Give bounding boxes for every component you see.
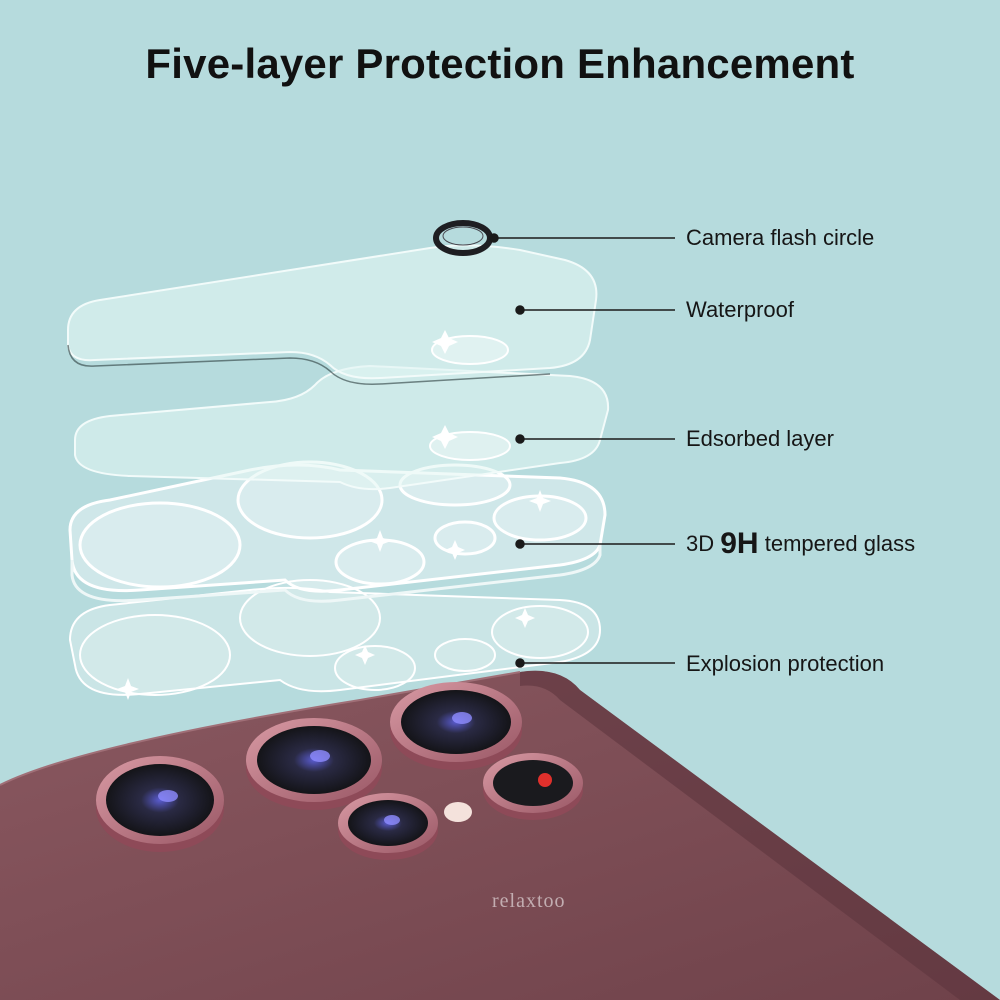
callout-camera-flash-circle: Camera flash circle (686, 225, 875, 250)
camera-lenses (96, 682, 583, 860)
layer-waterproof (67, 244, 598, 385)
callout-glass-suffix: tempered glass (758, 531, 916, 556)
flash-led-icon (444, 802, 472, 822)
callout-lines (489, 233, 675, 668)
camera-lens-icon (390, 682, 522, 770)
sparkle-icon (117, 330, 551, 700)
watermark: relaxtoo (492, 890, 566, 912)
callout-waterproof: Waterproof (686, 297, 795, 322)
callout-glass-prefix: 3D (686, 531, 721, 556)
callout-explosion-protection: Explosion protection (686, 651, 885, 676)
page-title: Five-layer Protection Enhancement (145, 40, 855, 87)
camera-lens-icon (338, 793, 438, 860)
callout-glass-highlight: 9H (720, 527, 759, 560)
camera-lens-icon (246, 718, 382, 810)
layer-adsorbed (74, 364, 610, 491)
callout-tempered-glass: 3D 9H tempered glass (686, 527, 915, 561)
layer-tempered-glass (68, 460, 607, 603)
laser-sensor-icon (483, 753, 583, 820)
camera-lens-icon (96, 756, 224, 852)
callout-adsorbed-layer: Edsorbed layer (686, 426, 834, 451)
